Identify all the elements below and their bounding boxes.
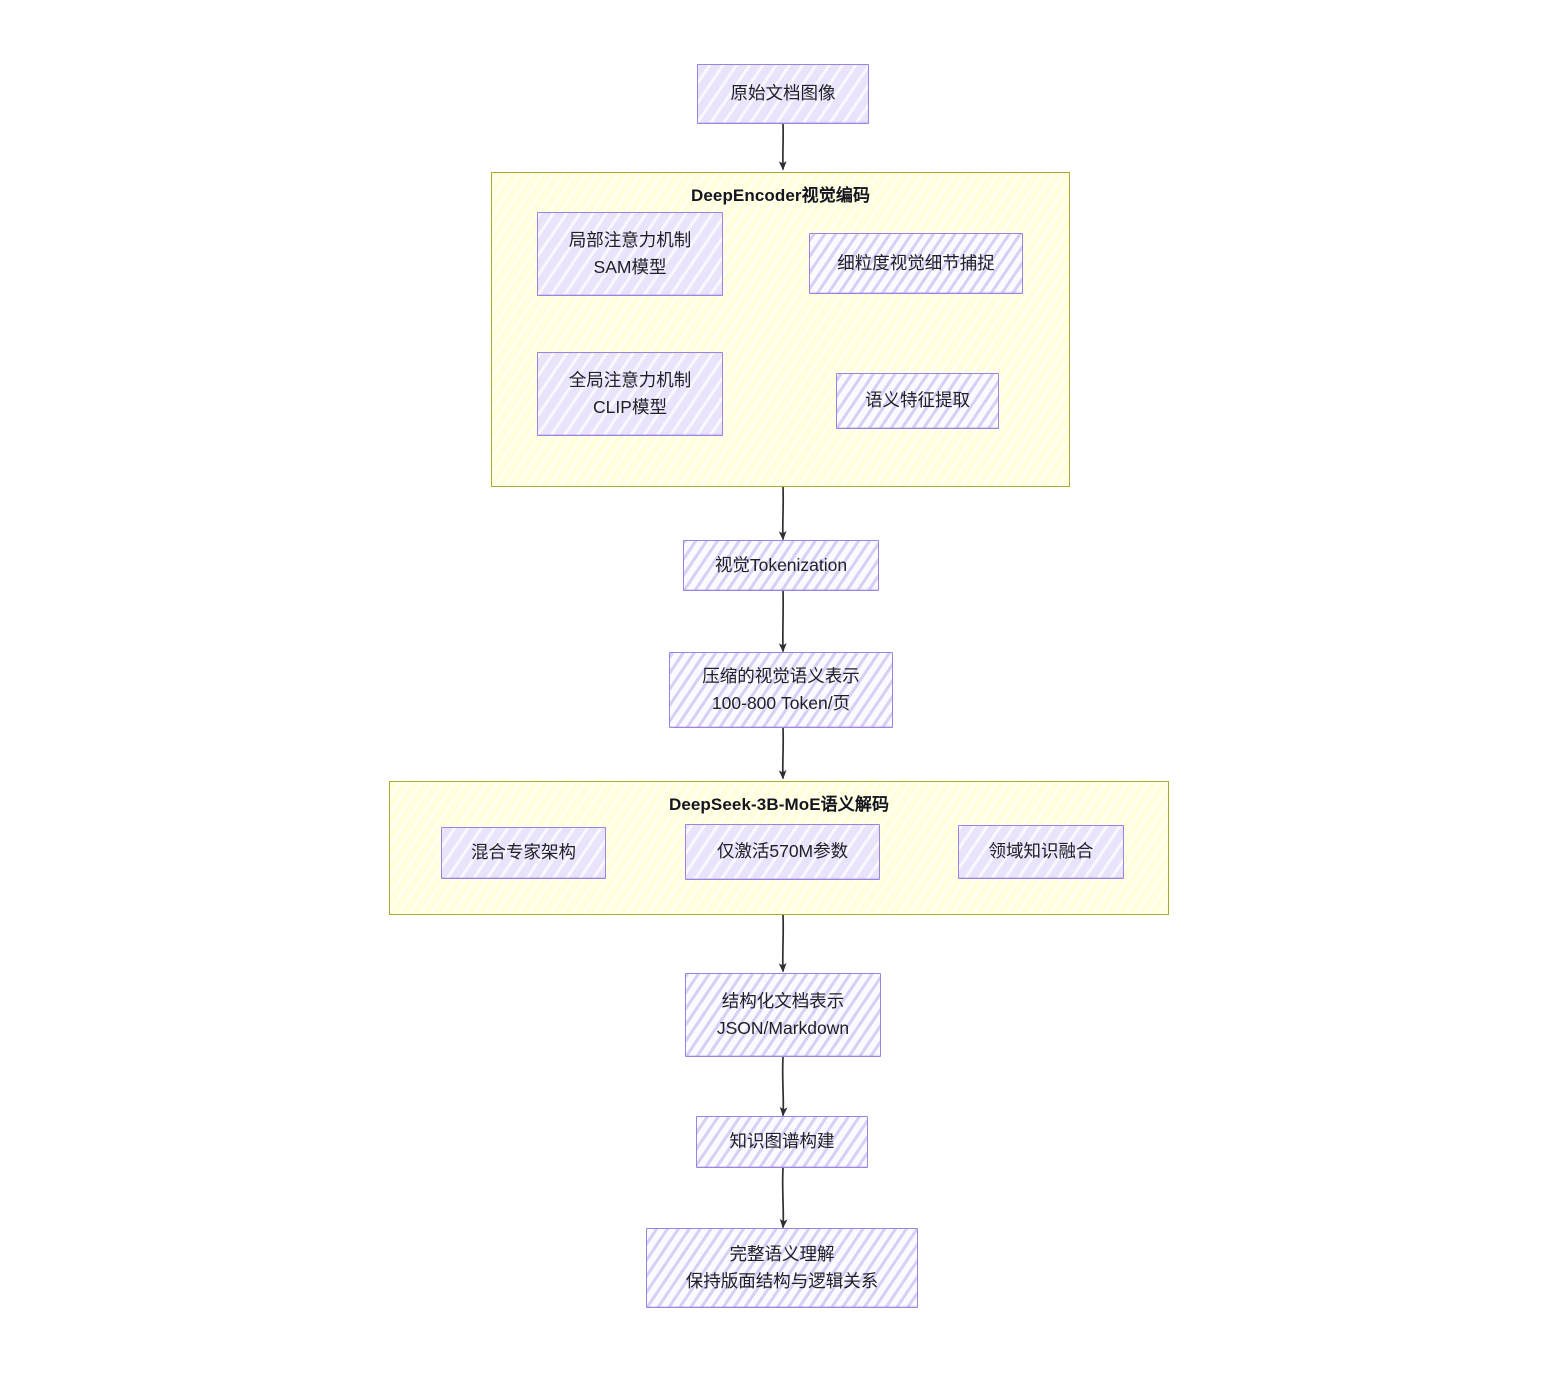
node-label: 领域知识融合 (988, 841, 1094, 862)
subgraph-title-deepseek-moe: DeepSeek-3B-MoE语义解码 (668, 795, 890, 814)
node-structured-document[interactable]: 结构化文档表示 JSON/Markdown (685, 973, 881, 1057)
node-label: 混合专家架构 (471, 842, 576, 863)
node-label: 全局注意力机制 CLIP模型 (568, 369, 692, 417)
node-label: 仅激活570M参数 (716, 841, 849, 862)
node-tokenization[interactable]: 视觉Tokenization (683, 540, 879, 591)
subgraph-title-deepencoder: DeepEncoder视觉编码 (690, 186, 871, 205)
node-source-image[interactable]: 原始文档图像 (697, 64, 869, 124)
node-fine-detail[interactable]: 细粒度视觉细节捕捉 (809, 233, 1023, 294)
node-label: 视觉Tokenization (714, 554, 848, 575)
node-activated-params[interactable]: 仅激活570M参数 (685, 824, 880, 880)
edge-kg-to-final (779, 1167, 788, 1229)
node-label: 语义特征提取 (865, 390, 970, 411)
node-domain-fusion[interactable]: 领域知识融合 (958, 825, 1124, 879)
node-compressed-representation[interactable]: 压缩的视觉语义表示 100-800 Token/页 (669, 652, 893, 728)
node-label: 细粒度视觉细节捕捉 (837, 252, 995, 273)
node-label: 完整语义理解 保持版面结构与逻辑关系 (685, 1243, 879, 1291)
edge-structured-to-kg (779, 1056, 788, 1117)
node-label: 结构化文档表示 JSON/Markdown (716, 990, 850, 1038)
node-label: 知识图谱构建 (729, 1131, 835, 1152)
node-moe-architecture[interactable]: 混合专家架构 (441, 827, 606, 879)
node-final-output[interactable]: 完整语义理解 保持版面结构与逻辑关系 (646, 1228, 918, 1308)
node-semantic-feature[interactable]: 语义特征提取 (836, 373, 999, 429)
node-global-attention[interactable]: 全局注意力机制 CLIP模型 (537, 352, 723, 436)
node-knowledge-graph[interactable]: 知识图谱构建 (696, 1116, 868, 1168)
node-label: 压缩的视觉语义表示 100-800 Token/页 (702, 665, 860, 713)
node-label: 局部注意力机制 SAM模型 (568, 229, 692, 277)
node-local-attention[interactable]: 局部注意力机制 SAM模型 (537, 212, 723, 296)
node-label: 原始文档图像 (730, 83, 836, 104)
